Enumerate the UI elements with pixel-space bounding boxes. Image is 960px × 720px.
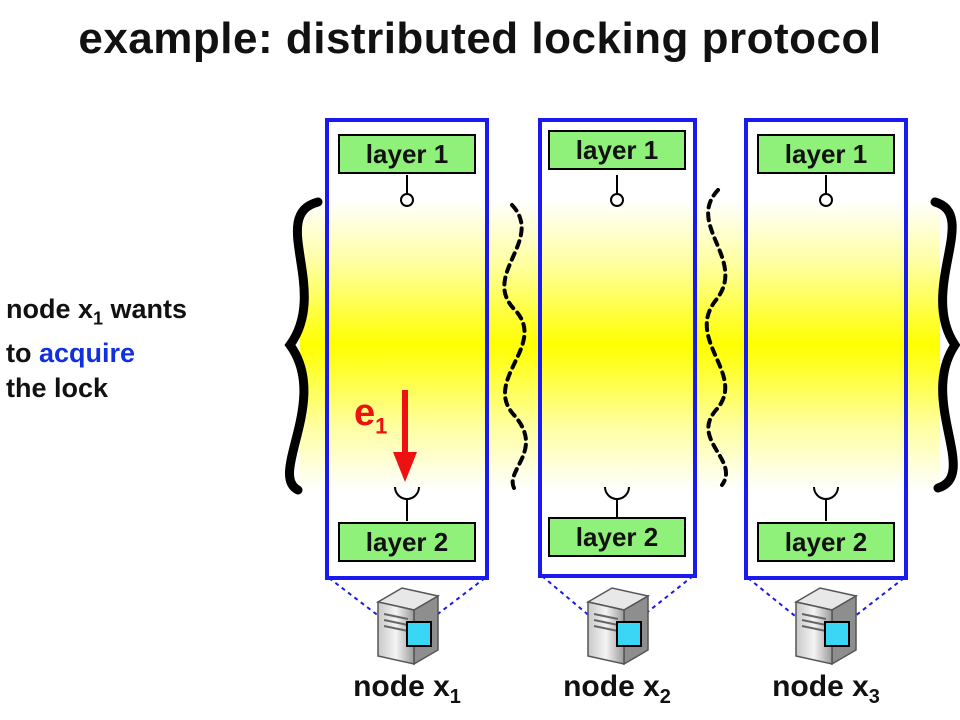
server-icon bbox=[375, 587, 441, 666]
layer2-box-1: layer 2 bbox=[338, 522, 476, 562]
event-name: e bbox=[354, 392, 376, 434]
event-label: e1 bbox=[354, 392, 387, 440]
caption-text: to bbox=[6, 338, 39, 369]
layer2-box-2: layer 2 bbox=[548, 517, 686, 557]
layer1-box-3: layer 1 bbox=[757, 134, 895, 174]
node-subscript: 3 bbox=[868, 686, 880, 708]
left-brace bbox=[284, 197, 323, 495]
layer1-socket-2 bbox=[610, 193, 624, 207]
caption-line-2: to acquire bbox=[6, 336, 187, 371]
slide-title: example: distributed locking protocol bbox=[78, 14, 882, 63]
node-name: node x bbox=[563, 670, 660, 703]
layer1-box-2: layer 1 bbox=[548, 130, 686, 170]
event-arrow-head bbox=[393, 452, 417, 482]
layer1-socket-3 bbox=[819, 193, 833, 207]
column-1 bbox=[325, 118, 489, 580]
caption-line-3: the lock bbox=[6, 373, 109, 404]
column-2 bbox=[538, 118, 697, 578]
shared-state-band bbox=[300, 200, 940, 490]
node-name: node x bbox=[353, 670, 450, 703]
right-brace bbox=[930, 197, 960, 493]
caption-text: wants bbox=[103, 294, 188, 324]
node-label-2: node x2 bbox=[532, 670, 702, 709]
node-box-1 bbox=[325, 118, 489, 580]
node-label-3: node x3 bbox=[741, 670, 911, 709]
column-3 bbox=[744, 118, 908, 580]
wavy-separator-1 bbox=[502, 203, 528, 490]
node-name: node x bbox=[772, 670, 869, 703]
event-subscript: 1 bbox=[375, 413, 388, 439]
node-subscript: 1 bbox=[449, 686, 461, 708]
wavy-separator-2 bbox=[704, 188, 728, 487]
server-icon bbox=[585, 587, 651, 666]
layer2-box-3: layer 2 bbox=[757, 522, 895, 562]
projection-lines bbox=[328, 575, 905, 621]
caption-line-1: node x1 wants bbox=[6, 292, 187, 336]
caption-text: node x bbox=[6, 294, 94, 324]
layer1-socket-1 bbox=[400, 193, 414, 207]
node-box-3 bbox=[744, 118, 908, 580]
caption: node x1 wants to acquire the lock bbox=[6, 292, 187, 406]
node-box-2 bbox=[538, 118, 697, 578]
server-icon bbox=[793, 587, 859, 666]
caption-subscript: 1 bbox=[93, 308, 104, 329]
node-label-1: node x1 bbox=[322, 670, 492, 709]
acquire-highlight: acquire bbox=[39, 338, 136, 369]
node-subscript: 2 bbox=[659, 686, 671, 708]
layer1-box-1: layer 1 bbox=[338, 134, 476, 174]
